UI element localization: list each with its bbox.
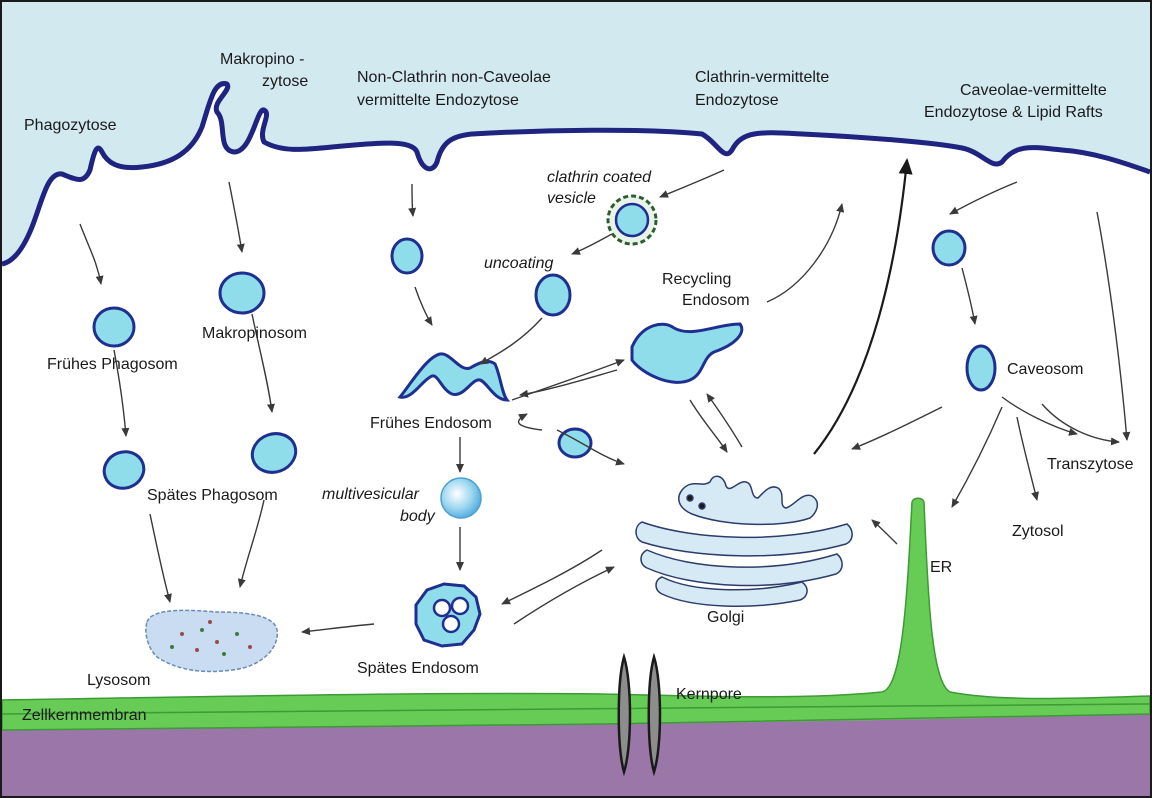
- label-mvb-1: multivesicular: [322, 486, 420, 503]
- label-clathrin-1: Clathrin-vermittelte: [695, 69, 829, 86]
- label-zellkernmembran: Zellkernmembran: [22, 707, 146, 724]
- label-nonclathrin-1: Non-Clathrin non-Caveolae: [357, 69, 551, 86]
- uncoated-vesicle: [536, 275, 570, 315]
- label-golgi: Golgi: [707, 609, 744, 626]
- extracellular-space: [2, 2, 1150, 264]
- label-caveolae-2: Endozytose & Lipid Rafts: [924, 104, 1103, 121]
- makropinosom-vesicle: [220, 273, 264, 313]
- label-clathrin-vesicle-1: clathrin coated: [547, 169, 652, 186]
- caveosom-vesicle: [967, 346, 995, 390]
- early-endosome: [400, 354, 507, 400]
- label-caveosom: Caveosom: [1007, 361, 1083, 378]
- label-phagozytose: Phagozytose: [24, 117, 117, 134]
- label-spaetes-endosom: Spätes Endosom: [357, 660, 479, 677]
- late-endosome: [416, 584, 480, 646]
- arrows: [80, 160, 1127, 632]
- label-recycling-2: Endosom: [682, 292, 750, 309]
- label-fruehes-phagosom: Frühes Phagosom: [47, 356, 178, 373]
- label-makropinozytose-1: Makropino -: [220, 51, 304, 68]
- label-mvb-2: body: [400, 508, 436, 525]
- label-lysosom: Lysosom: [87, 672, 150, 689]
- label-recycling-1: Recycling: [662, 271, 731, 288]
- label-makropinosom: Makropinosom: [202, 325, 307, 342]
- makropinosom-late-vesicle: [247, 428, 301, 479]
- golgi-apparatus: [636, 476, 852, 606]
- label-kernpore: Kernpore: [676, 686, 742, 703]
- phagosome-late-vesicle: [99, 446, 149, 494]
- clathrin-coated-vesicle: [608, 196, 656, 244]
- lysosome: [146, 610, 277, 671]
- label-caveolae-1: Caveolae-vermittelte: [960, 82, 1107, 99]
- label-nonclathrin-2: vermittelte Endozytose: [357, 92, 519, 109]
- nonclathrin-vesicle: [392, 239, 422, 273]
- phagosome-early-vesicle: [94, 308, 134, 346]
- label-transzytose: Transzytose: [1047, 456, 1134, 473]
- caveolae-vesicle: [933, 231, 965, 265]
- label-zytosol: Zytosol: [1012, 523, 1064, 540]
- label-makropinozytose-2: zytose: [262, 73, 308, 90]
- multivesicular-body: [441, 478, 481, 518]
- label-fruehes-endosom: Frühes Endosom: [370, 415, 492, 432]
- recycling-endosome: [632, 324, 742, 382]
- label-clathrin-vesicle-2: vesicle: [547, 190, 596, 207]
- label-clathrin-2: Endozytose: [695, 92, 779, 109]
- label-er: ER: [930, 559, 952, 576]
- label-spaetes-phagosom: Spätes Phagosom: [147, 487, 278, 504]
- label-uncoating: uncoating: [484, 255, 553, 272]
